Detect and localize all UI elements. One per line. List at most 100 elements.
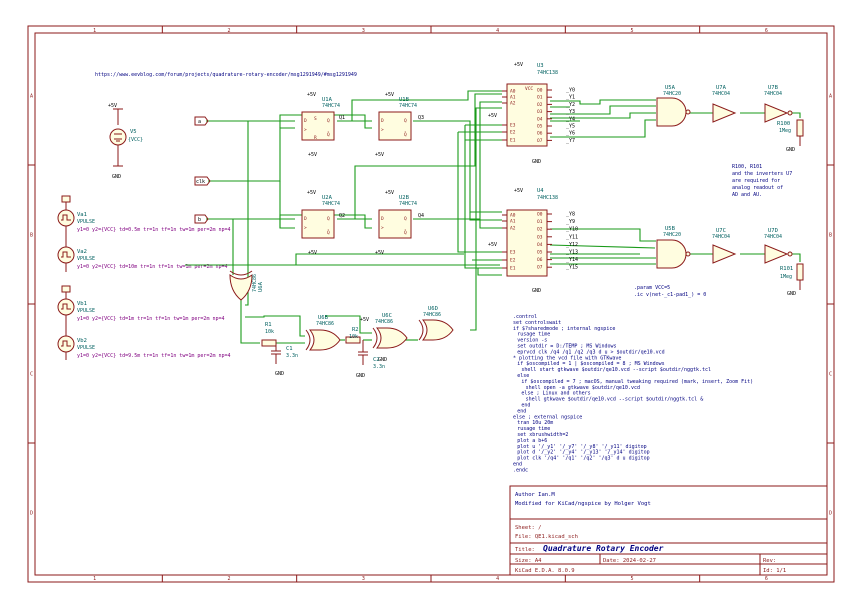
u7d-ref: U7D <box>768 228 778 234</box>
control-line-6: eprvcd clk /q4 /q1 /q2 /q3 d u > $outdir… <box>517 349 665 355</box>
u1a-pwr2: +5V <box>308 152 317 158</box>
u5a-value: 74HC20 <box>663 91 681 97</box>
u3-pin-a2: A2 <box>510 101 516 107</box>
u4-pin-o0: O0 <box>537 212 543 218</box>
tb-modified: Modified for KiCad/ngspice by Holger Vog… <box>515 501 651 507</box>
inverter-note-3: are required for <box>732 178 780 184</box>
u3-pin-o6: O6 <box>537 131 543 137</box>
frame-col-top-6: 6 <box>765 28 768 34</box>
tb-tool: KiCad E.D.A. 8.0.9 <box>515 568 575 574</box>
u7c-ref: U7C <box>716 228 726 234</box>
u7c-buffer: U7C 74HC04 <box>712 228 737 264</box>
u7d-inverter: U7D 74HC04 <box>764 228 793 264</box>
control-line-23: plot d '/_y2' '/_y4' '/_y13' '/_y14' dig… <box>517 450 649 456</box>
frame-col-top-4: 4 <box>496 28 499 34</box>
v5-supply: +5V V5 {VCC} GND <box>108 103 143 180</box>
va1-params: y1=0 y2={VCC} td=0.5m tr=1n tf=1n tw=1m … <box>77 227 231 233</box>
svg-text:Q̄: Q̄ <box>404 229 407 236</box>
va1-ref: Va1 <box>77 212 87 218</box>
title-block: Author Ian.M Modified for KiCad/ngspice … <box>509 485 828 576</box>
u6a-xor: U6A 74HC86 <box>229 270 264 301</box>
svg-text:>: > <box>381 226 384 231</box>
svg-text:>: > <box>304 226 307 231</box>
c2-value: 3.3n <box>373 364 385 370</box>
frame-col-bottom-2: 2 <box>228 576 231 582</box>
svg-text:Q: Q <box>404 216 407 222</box>
va2-type: VPULSE <box>77 256 95 262</box>
v5-pwr-label: +5V <box>108 103 117 109</box>
u6c-xor: U6C 74HC86 +5V GND <box>360 313 408 363</box>
u2a-pwr: +5V <box>307 190 316 196</box>
u3-ref: U3 <box>537 63 544 69</box>
frame-row-left-C: C <box>30 372 33 378</box>
control-line-14: shell gtkwave $outdir/qe10.vcd --script … <box>526 397 704 403</box>
net-q2: Q2 <box>339 213 345 219</box>
u3-net-out-4: _Y4 <box>566 116 575 122</box>
tb-title: Quadrature Rotary Encoder <box>543 544 664 553</box>
u3-net-out-6: _Y6 <box>566 131 575 137</box>
r100-gnd: GND <box>786 147 795 153</box>
svg-text:R: R <box>314 135 317 141</box>
u7a-value: 74HC04 <box>712 91 730 97</box>
svg-text:D: D <box>304 216 307 222</box>
control-line-11: if $oscompiled = 7 ; macOS, manual tweak… <box>521 379 753 385</box>
u5a-nand: U5A 74HC20 <box>656 85 691 127</box>
control-line-19: rusage time <box>517 426 550 432</box>
vb1-ref: Vb1 <box>77 301 87 307</box>
u4-gnd: GND <box>532 288 541 294</box>
svg-text:>: > <box>381 128 384 133</box>
u6b-value: 74HC86 <box>316 321 334 327</box>
u1a-ref: U1A <box>322 97 333 103</box>
frame-col-top-5: 5 <box>631 28 634 34</box>
u3-pin-o2: O2 <box>537 102 543 108</box>
u3-e-pwr: +5V <box>488 113 497 119</box>
control-line-25: end <box>513 462 522 468</box>
u4-pin-e2: E2 <box>510 258 516 264</box>
u3-pin-e1: E1 <box>510 138 516 144</box>
r101-value: 1Meg <box>780 274 792 280</box>
control-line-16: end <box>517 408 526 414</box>
u6a-ref: U6A <box>258 281 264 292</box>
control-line-22: plot u '/_y1' '/_y7' '/_y8' '/_y11' digi… <box>517 444 646 450</box>
u7b-value: 74HC04 <box>764 91 782 97</box>
r100-resistor: R100 1Meg GND <box>777 119 804 153</box>
r2-ref: R2 <box>352 327 359 333</box>
r101-ref: R101 <box>780 266 793 272</box>
vb1-type: VPULSE <box>77 308 95 314</box>
va1-source: Va1 VPULSE y1=0 y2={VCC} td=0.5m tr=1n t… <box>57 209 231 233</box>
svg-text:>: > <box>304 128 307 133</box>
c1-value: 3.3n <box>286 353 298 359</box>
v5-ref: V5 <box>130 129 137 135</box>
frame-row-right-D: D <box>829 511 832 517</box>
r1-resistor: R1 10k <box>261 322 277 347</box>
u4-pin-o3: O3 <box>537 234 543 240</box>
control-line-9: shell start gtkwave $outdir/qe10.vcd --s… <box>521 367 711 373</box>
u5b-nand: U5B 74HC20 <box>656 226 691 269</box>
inverter-note-1: R100, R101 <box>732 164 762 170</box>
u5b-value: 74HC20 <box>663 232 681 238</box>
frame-col-bottom-6: 6 <box>765 576 768 582</box>
u4-pin-a0: A0 <box>510 213 516 219</box>
u4-pin-a2: A2 <box>510 226 516 232</box>
tb-file: File: QE1.kicad_sch <box>515 534 578 540</box>
svg-text:D: D <box>381 118 384 124</box>
u2b-ref: U2B <box>399 195 410 201</box>
u1a-pwr: +5V <box>307 92 316 98</box>
frame-col-bottom-5: 5 <box>631 576 634 582</box>
tb-size: Size: A4 <box>515 558 542 564</box>
frame-row-right-B: B <box>829 233 832 239</box>
r101-gnd: GND <box>787 291 796 297</box>
u4-e-pwr: +5V <box>488 242 497 248</box>
frame-col-bottom-4: 4 <box>496 576 499 582</box>
u3-net-out-1: _Y1 <box>566 95 575 101</box>
svg-text:Q: Q <box>404 118 407 124</box>
control-line-26: .endc <box>513 467 528 473</box>
u5a-ref: U5A <box>665 85 676 91</box>
u6d-value: 74HC86 <box>423 312 441 318</box>
svg-text:D: D <box>304 118 307 124</box>
u3-vcc-pin: VCC <box>525 86 533 92</box>
